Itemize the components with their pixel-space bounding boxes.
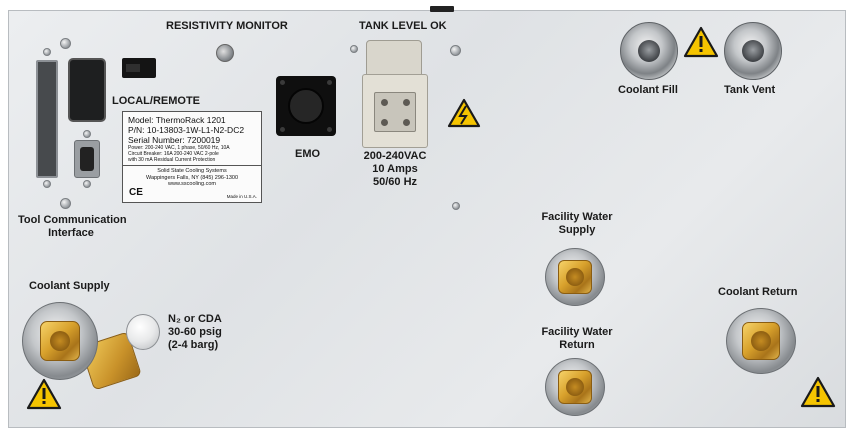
emo-connector[interactable] (276, 76, 336, 136)
facility-water-supply-label: Facility Water Supply (541, 211, 613, 236)
coolant-supply-fitting[interactable] (22, 302, 98, 380)
comm-port-cover[interactable] (68, 58, 106, 122)
coolant-fill-label: Coolant Fill (618, 84, 678, 96)
facility-water-return-fitting[interactable] (545, 358, 605, 416)
tank-vent-label: Tank Vent (724, 84, 776, 96)
nameplate-power: Power: 200-240 VAC, 1 phase, 50/60 Hz, 1… (128, 145, 230, 151)
tool-comm-slot (36, 60, 58, 178)
facility-water-supply-fitting[interactable] (545, 248, 605, 306)
resistivity-monitor-knob[interactable] (216, 44, 234, 62)
facility-water-return-label: Facility Water Return (541, 326, 613, 351)
warning-icon (683, 26, 719, 58)
panel-notch (430, 6, 454, 12)
tank-level-ok-label: TANK LEVEL OK (359, 20, 447, 32)
local-remote-label: LOCAL/REMOTE (112, 95, 200, 107)
n2-cda-label: N₂ or CDA 30-60 psig (2-4 barg) (168, 313, 222, 351)
db9-connector[interactable] (74, 140, 100, 178)
nameplate-company: Solid State Cooling Systems (157, 168, 227, 174)
nameplate-breaker-note: with 30 mA Residual Current Protection (128, 157, 216, 163)
screw (83, 130, 91, 138)
coolant-return-fitting[interactable] (726, 308, 796, 374)
screw (43, 180, 51, 188)
coolant-supply-label: Coolant Supply (29, 280, 110, 292)
emo-label: EMO (295, 148, 321, 160)
screw (60, 38, 71, 49)
screw (60, 198, 71, 209)
screw (452, 202, 460, 210)
n2-cda-port[interactable] (126, 314, 160, 350)
screw (83, 180, 91, 188)
made-in-label: Made in U.S.A. (226, 194, 257, 199)
nameplate-serial: Serial Number: 7200019 (128, 135, 221, 145)
nameplate: Model: ThermoRack 1201 P/N: 10-13803-1W-… (122, 111, 262, 203)
resistivity-monitor-label: RESISTIVITY MONITOR (166, 20, 288, 32)
ce-mark: CE (129, 187, 143, 198)
screw (450, 45, 461, 56)
screw (350, 45, 358, 53)
coolant-return-label: Coolant Return (718, 286, 798, 298)
nameplate-model: Model: ThermoRack 1201 (128, 115, 226, 125)
warning-icon (26, 378, 62, 410)
coolant-fill-fitting[interactable] (620, 22, 678, 80)
local-remote-switch[interactable] (122, 58, 156, 78)
nameplate-address: Wappingers Falls, NY (845) 296-1300 (145, 174, 239, 181)
tank-vent-fitting[interactable] (724, 22, 782, 80)
nameplate-web: www.sscooling.com (168, 181, 216, 187)
nameplate-part-number: P/N: 10-13803-1W-L1-N2-DC2 (128, 125, 245, 135)
warning-icon (800, 376, 836, 408)
screw (43, 48, 51, 56)
power-rating-label: 200-240VAC 10 Amps 50/60 Hz (363, 150, 427, 188)
tool-comm-label: Tool Communication Interface (18, 214, 127, 239)
electrical-hazard-icon (447, 98, 481, 128)
nameplate-breaker: Circuit Breaker: 16A 200-240 VAC 2-pole (128, 151, 219, 157)
power-connector[interactable] (362, 40, 428, 152)
